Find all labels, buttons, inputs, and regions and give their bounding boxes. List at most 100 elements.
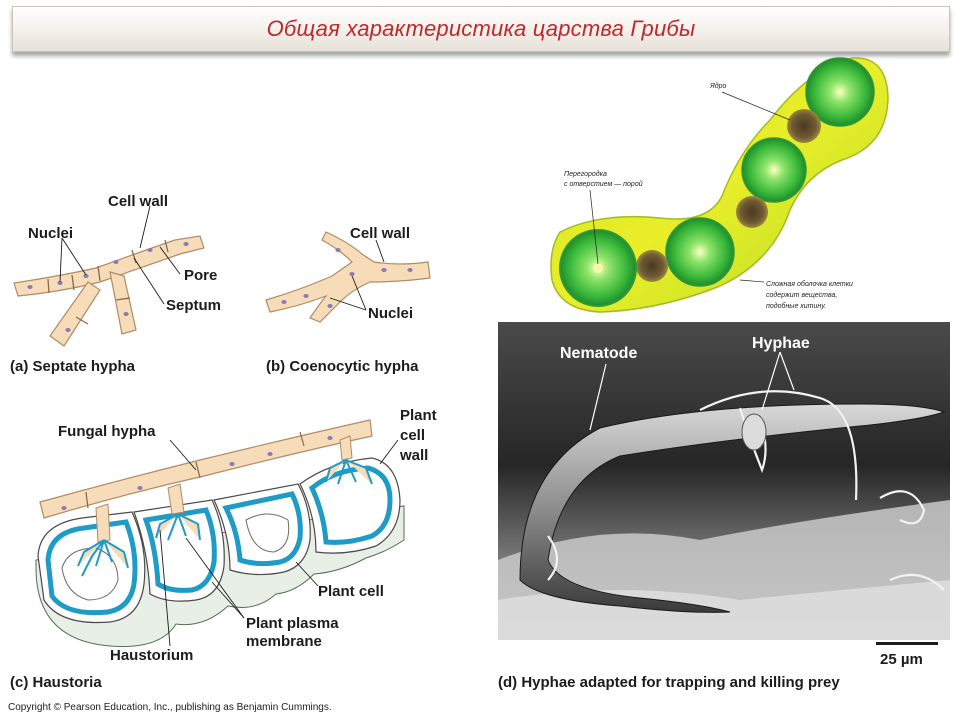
nucleus (281, 300, 287, 304)
caption-a: (a) Septate hypha (10, 358, 136, 375)
haustorium (325, 459, 373, 485)
hyphal-cell (741, 137, 807, 203)
nucleus (229, 462, 235, 466)
septate-hypha-branch (109, 271, 137, 335)
nucleus (303, 294, 309, 298)
plant-cell-membrane (222, 491, 303, 567)
nucleus (137, 486, 143, 490)
nucleus (65, 328, 71, 332)
hyphae-knot (741, 413, 767, 451)
nucleus (267, 452, 273, 456)
nuclei (281, 248, 413, 308)
leader-line (375, 239, 385, 263)
haustorium-stalk (167, 483, 185, 515)
septum (75, 316, 89, 325)
label-plant-cell-wall-2: cell (400, 427, 425, 444)
nucleus (113, 260, 119, 264)
leader-line (779, 351, 795, 391)
septum (85, 491, 89, 509)
vacuole (245, 513, 290, 553)
label-cell-wall-ru-2: содержит вещества, (766, 291, 837, 299)
leader-line (379, 439, 399, 465)
scale-bar-label: 25 µm (880, 651, 923, 668)
label-cell-wall-ru-1: Сложная оболочка клетки (766, 280, 853, 288)
coenocytic-hypha-body (265, 231, 431, 323)
nucleus (736, 196, 768, 228)
leader-line (295, 561, 319, 587)
septum (195, 461, 201, 479)
plant-cell-membrane (45, 519, 138, 616)
slide-title: Общая характеристика царства Грибы (266, 16, 696, 41)
label-cell-wall: Cell wall (350, 225, 410, 242)
nucleus (83, 274, 89, 278)
septum (97, 265, 101, 282)
leader-line (185, 537, 245, 619)
label-plant-cell-wall-1: Plant (400, 407, 437, 424)
septum (164, 239, 169, 253)
scale-bar-box (872, 644, 942, 666)
septum-pore (593, 263, 603, 273)
panel-b-coenocytic-hypha: Cell wall Nuclei (b) Coenocytic hypha (265, 225, 431, 375)
hyphae-loop (879, 490, 926, 525)
plant-cell-membrane (142, 507, 217, 593)
hyphal-cell (665, 217, 735, 287)
panel-a-septate-hypha: Cell wall Nuclei Pore Septum (a) Septate… (10, 193, 221, 375)
fungal-hypha (39, 419, 373, 519)
haustorium-stalk (95, 503, 111, 543)
caption-c: (c) Haustoria (10, 674, 102, 691)
label-nematode: Nematode (560, 345, 637, 362)
nucleus (349, 272, 355, 276)
nucleus (787, 109, 821, 143)
hyphae-loop (889, 573, 945, 591)
leader-line (351, 275, 367, 311)
label-fungal-hypha: Fungal hypha (58, 423, 156, 440)
nucleus (407, 268, 413, 272)
label-plant-plasma-membrane-1: Plant plasma (246, 615, 339, 632)
label-cell-wall-ru-3: подобные хитину. (766, 302, 826, 310)
haustorium (155, 513, 201, 541)
plant-cell (37, 511, 146, 624)
septum (299, 431, 305, 447)
haustoria (77, 459, 373, 577)
panel-d-micrograph: Nematode Hyphae 25 µm (d) Hyphae adapted… (498, 322, 950, 691)
nucleus (61, 506, 67, 510)
hyphal-cell (805, 57, 875, 127)
hyphae-loop (547, 535, 559, 581)
leader-line (329, 297, 367, 311)
nucleus (183, 242, 189, 246)
nucleus (636, 250, 668, 282)
leader-line (159, 529, 171, 647)
nucleus (57, 281, 63, 285)
nucleus (123, 312, 129, 316)
caption-d: (d) Hyphae adapted for trapping and kill… (498, 674, 840, 691)
label-septum: Septum (166, 297, 221, 314)
caption-b: (b) Coenocytic hypha (266, 358, 419, 375)
nucleus (147, 248, 153, 252)
septate-hypha-branch (49, 281, 101, 347)
label-pore: Pore (184, 267, 217, 284)
label-nuclei: Nuclei (28, 225, 73, 242)
title-bar: Общая характеристика царства Грибы (12, 6, 950, 52)
scale-bar (876, 642, 938, 645)
leader-line (139, 205, 151, 249)
nucleus (327, 304, 333, 308)
label-plant-cell-wall-3: wall (399, 447, 428, 464)
nematode (519, 403, 946, 613)
septate-hypha-body (13, 235, 205, 297)
hyphae-loop (699, 390, 858, 501)
nuclei (27, 242, 189, 332)
panel-c-haustoria: Fungal hypha Plant cell wall Plant cell … (10, 407, 437, 691)
nucleus (327, 436, 333, 440)
leader-line (59, 237, 63, 283)
label-septum-pore-ru-1: Перегородка (564, 170, 607, 178)
leader-line (589, 363, 607, 431)
copyright: Copyright © Pearson Education, Inc., pub… (8, 702, 332, 713)
leader-line (211, 581, 245, 619)
leader-line (169, 439, 197, 471)
label-haustorium: Haustorium (110, 647, 193, 664)
label-nuclei: Nuclei (368, 305, 413, 322)
leader-line (133, 257, 165, 305)
leader-line (761, 351, 781, 411)
haustorium (77, 539, 129, 577)
